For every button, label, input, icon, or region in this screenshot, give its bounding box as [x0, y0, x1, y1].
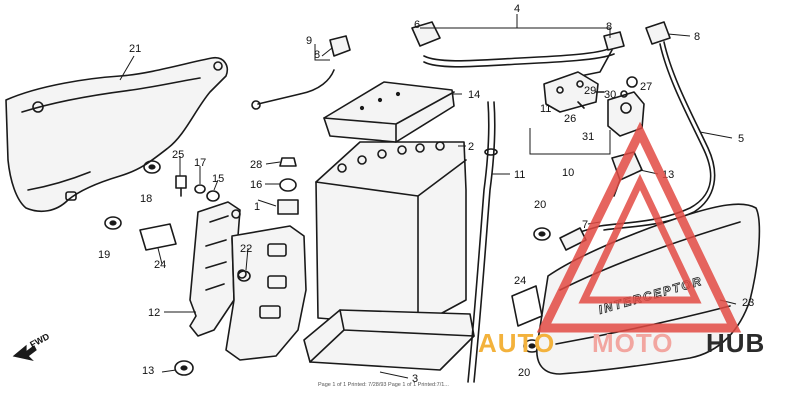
callout-16: 14 [468, 89, 480, 101]
pad-24 [139, 223, 177, 251]
cushions-29-18-1 [277, 157, 299, 215]
callout-32: 31 [582, 131, 594, 143]
callout-31: 30 [604, 89, 616, 101]
callout-28: 27 [640, 81, 652, 93]
callout-9: 9 [306, 35, 312, 47]
callout-5: 5 [738, 133, 744, 145]
callout-15: 13 [142, 365, 154, 377]
print-footnote: Page 1 of 1 Printed: 7/28/93 Page 1 of 1… [318, 382, 449, 388]
callout-17: 15 [212, 173, 224, 185]
fwd-label: FWD [28, 331, 51, 350]
breather-tube-wall [473, 101, 496, 383]
callout-29: 28 [250, 159, 262, 171]
callout-8-a: 8 [314, 49, 320, 61]
callout-20-b: 19 [98, 249, 110, 261]
battery [315, 141, 467, 327]
nut-15 [174, 360, 194, 376]
automotohub-watermark: AUTO MOTO HUB [478, 121, 765, 358]
callout-8-c: 8 [694, 31, 700, 43]
callout-18: 16 [250, 179, 262, 191]
nut-22 [237, 270, 251, 282]
watermark-triangle-icon [536, 121, 742, 333]
callout-labels: 21 9 8 4 6 8 8 5 14 2 11 11 26 29 27 30 … [98, 3, 754, 385]
callout-20-a: 18 [140, 193, 152, 205]
watermark-moto: MOTO [592, 328, 674, 358]
callout-26: 25 [172, 149, 184, 161]
callout-2: 2 [468, 141, 474, 153]
callout-1: 1 [254, 201, 260, 213]
callout-7: 7 [582, 219, 588, 231]
callout-27: 26 [564, 113, 576, 125]
watermark-inner-triangle-icon [578, 173, 702, 304]
callout-23: 23 [742, 297, 754, 309]
callout-30: 29 [584, 85, 596, 97]
battery-cable [559, 21, 716, 251]
callout-14: 12 [148, 307, 160, 319]
bolt-collar-nut [175, 175, 220, 202]
plate-25 [511, 285, 543, 327]
starter-cable [411, 21, 625, 81]
callout-4: 4 [514, 3, 520, 15]
callout-8-b: 8 [606, 21, 612, 33]
left-side-cover [5, 56, 228, 213]
callout-3: 3 [412, 373, 418, 385]
callout-20-c: 20 [534, 199, 546, 211]
callout-6: 6 [414, 19, 420, 31]
battery-cover [323, 81, 455, 143]
callout-24: 24 [154, 259, 166, 271]
callout-19: 17 [194, 157, 206, 169]
callout-13: 11 [514, 169, 525, 181]
callout-10: 10 [562, 167, 574, 179]
leader-lines [119, 14, 737, 379]
callout-22: 22 [240, 243, 252, 255]
battery-tray [303, 309, 475, 371]
tube-clamp [484, 148, 498, 156]
breather-tube [467, 101, 490, 383]
watermark-hub: HUB [706, 328, 765, 358]
callout-20-d: 20 [518, 367, 530, 379]
battery-bracket [189, 201, 307, 361]
nut-15-hole [180, 365, 188, 371]
callout-25: 24 [514, 275, 526, 287]
starter-relay-assembly [543, 71, 645, 137]
watermark-auto: AUTO [478, 328, 555, 358]
fwd-arrow-icon [12, 344, 37, 362]
negative-cable [251, 35, 351, 110]
forward-direction-indicator: FWD [12, 331, 51, 362]
callout-21: 21 [129, 43, 141, 55]
callout-11: 11 [540, 103, 551, 115]
